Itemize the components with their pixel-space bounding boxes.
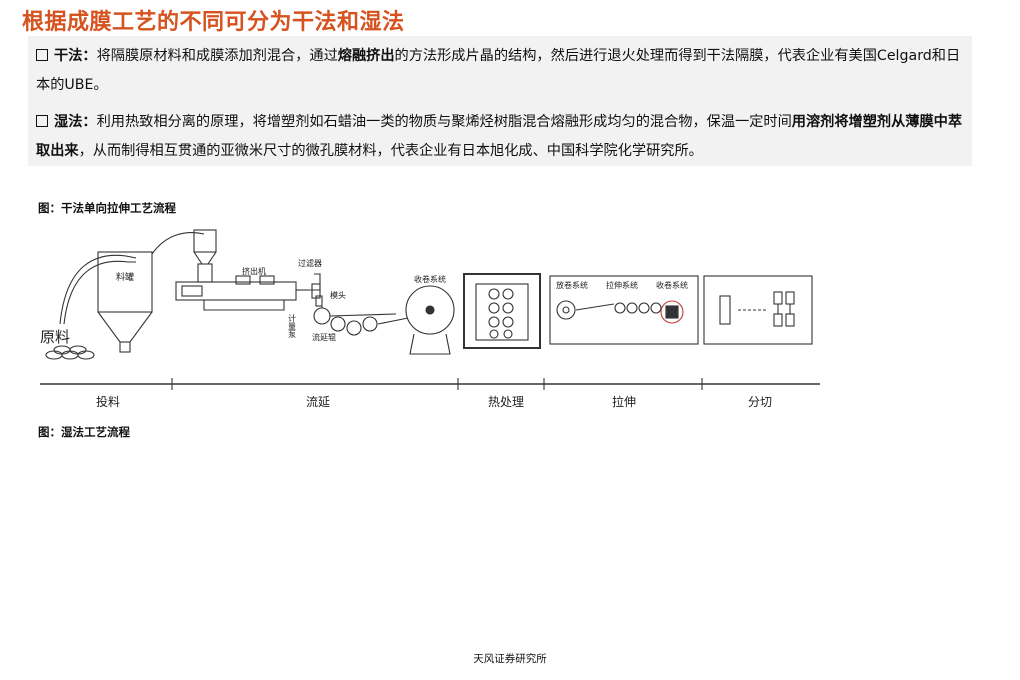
dry-bold-1: 熔融挤出 (337, 48, 395, 64)
square-bullet-icon (36, 115, 48, 127)
wet-bold-1: 用溶剂将增塑剂从薄膜中萃取出来 (36, 114, 963, 159)
dry-process-diagram: 原料 料罐 挤出机 过滤器 计量泵 模头 流延辊 收卷系统 放卷系统 拉伸系统 … (40, 229, 820, 409)
dry-text-2: 的方法形成片晶的结构，然后进行退火处理而得到干法隔膜，代表企业有美国Celgar… (36, 48, 961, 93)
label-raw-material: 原料 (40, 328, 70, 346)
hopper-icon (97, 232, 205, 353)
label-die: 模头 (330, 290, 346, 300)
label-stretch: 拉伸系统 (606, 280, 638, 290)
stretching-system-icon (549, 275, 699, 345)
casting-rollers-icon (313, 306, 397, 336)
stage-stretching: 拉伸 (612, 394, 636, 409)
page-title: 根据成膜工艺的不同可分为干法和湿法 (22, 10, 405, 35)
slitting-icon (703, 275, 813, 345)
label-cast-roller: 流延辊 (312, 332, 336, 342)
label-meter-pump: 计量泵 (288, 313, 297, 338)
wet-label: 湿法： (54, 114, 97, 130)
stage-casting: 流延 (306, 395, 330, 409)
figure1-caption: 图：干法单向拉伸工艺流程 (38, 201, 176, 215)
wet-text-2: ，从而制得相互贯通的亚微米尺寸的微孔膜材料，代表企业有日本旭化成、中国科学院化学… (78, 143, 703, 159)
raw-material-pile-icon (45, 345, 95, 360)
dry-process-paragraph: 干法：将隔膜原材料和成膜添加剂混合，通过熔融挤出的方法形成片晶的结构，然后进行退… (36, 42, 964, 100)
square-bullet-icon (36, 49, 48, 61)
stage-feeding: 投料 (96, 394, 120, 409)
footer-source: 天风证券研究所 (473, 653, 547, 665)
label-unwind: 放卷系统 (556, 280, 588, 290)
dry-text-1: 将隔膜原材料和成膜添加剂混合，通过 (96, 48, 338, 64)
extruder-icon (175, 229, 308, 311)
label-winder-1: 收卷系统 (414, 274, 446, 284)
wet-process-paragraph: 湿法：利用热致相分离的原理，将增塑剂如石蜡油一类的物质与聚烯烃树脂混合熔融形成均… (36, 108, 964, 166)
label-winder-2: 收卷系统 (656, 280, 688, 290)
stage-heat-treatment: 热处理 (488, 395, 524, 409)
winder-drum-icon (377, 285, 455, 355)
figure2-caption: 图：湿法工艺流程 (38, 425, 130, 439)
heat-treatment-oven-icon (463, 273, 541, 349)
summary-box: 干法：将隔膜原材料和成膜添加剂混合，通过熔融挤出的方法形成片晶的结构，然后进行退… (28, 36, 972, 166)
label-hopper: 料罐 (116, 271, 134, 283)
dry-label: 干法： (54, 48, 97, 64)
label-filter: 过滤器 (298, 258, 322, 268)
filter-meter-die-icon (308, 273, 323, 307)
label-extruder: 挤出机 (242, 266, 266, 276)
wet-text-1: 利用热致相分离的原理，将增塑剂如石蜡油一类的物质与聚烯烃树脂混合熔融形成均匀的混… (96, 114, 792, 130)
feed-hose (59, 254, 137, 325)
stage-slitting: 分切 (748, 395, 772, 409)
